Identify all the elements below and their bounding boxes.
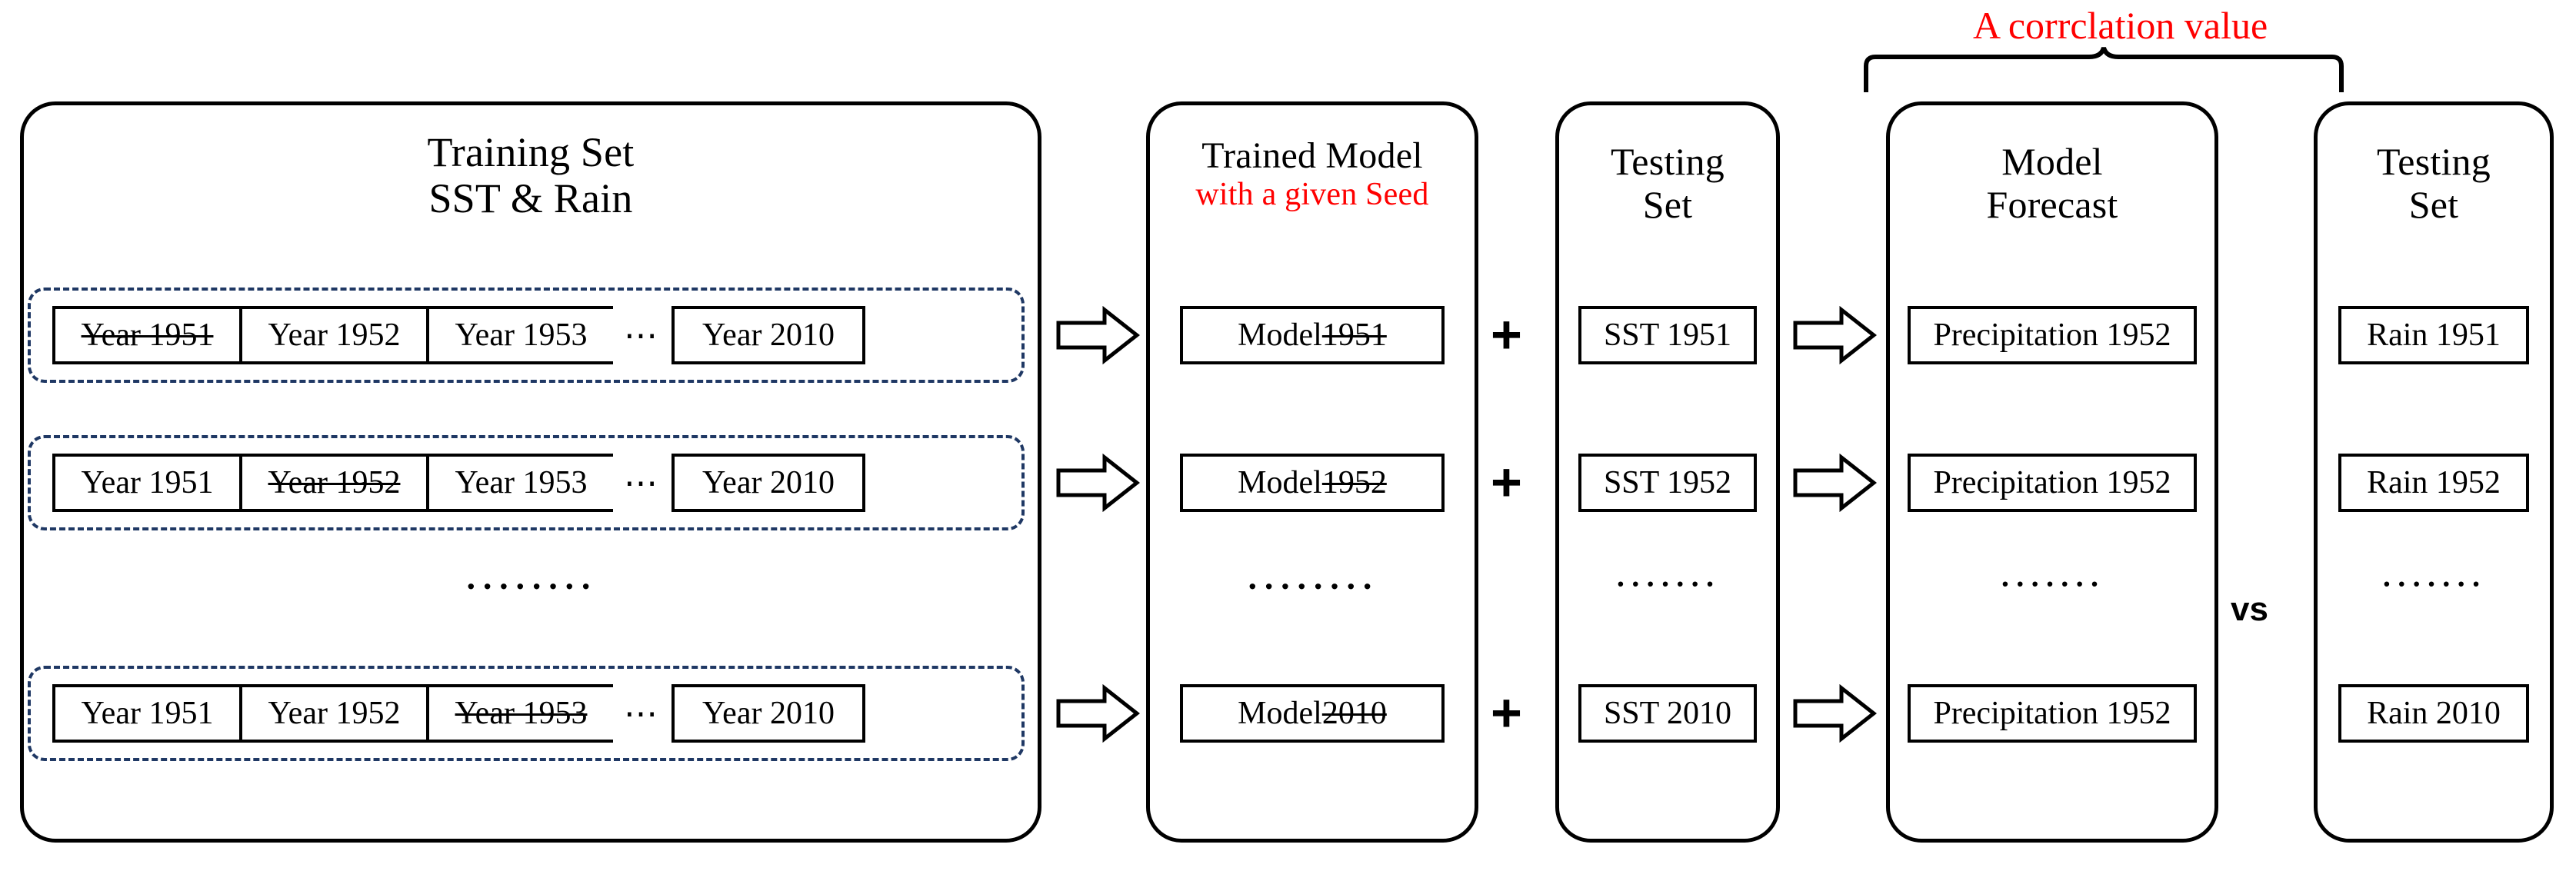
plus-operator-3: + (1491, 683, 1522, 743)
model-forecast-item-label: Precipitation 1952 (1933, 465, 2171, 500)
training-cell-label: Year 1952 (268, 696, 401, 731)
testing-set-sst-item-label: SST 1952 (1603, 465, 1732, 500)
training-cell[interactable]: Year 2010 (671, 306, 865, 364)
testing-set-sst-title-line1: Testing (1611, 140, 1725, 183)
training-cell-label: Year 1952 (268, 465, 401, 500)
trained-model-title-seed: with a given Seed (1195, 176, 1429, 212)
annotation-correlation-value: A corrclation value (1973, 4, 2268, 47)
training-cell-label: Year 2010 (702, 317, 835, 353)
trained-model-item-prefix: Model (1238, 465, 1322, 500)
testing-set-sst-title-line2: Set (1642, 183, 1693, 226)
training-row-wrapper-1 (28, 288, 1025, 383)
training-set-title-line1: Training Set (427, 129, 635, 175)
model-forecast-item-label: Precipitation 1952 (1933, 696, 2171, 731)
trained-model-item-prefix: Model (1238, 696, 1322, 731)
testing-set-rain-item-label: Rain 2010 (2367, 696, 2501, 731)
testing-set-sst-item-2[interactable]: SST 1952 (1578, 454, 1757, 512)
model-forecast-item-label: Precipitation 1952 (1933, 317, 2171, 353)
testing-set-sst-item-label: SST 2010 (1603, 696, 1732, 731)
testing-set-rain-ellipsis: ······· (2381, 567, 2486, 601)
testing-set-sst-title: Testing Set (1555, 140, 1780, 226)
training-cell[interactable]: Year 1951 (52, 684, 239, 743)
arrow-training-to-model-3 (1055, 684, 1140, 743)
model-forecast-ellipsis: ······· (2000, 567, 2104, 601)
training-cell[interactable]: Year 2010 (671, 684, 865, 743)
training-row-3: Year 1951 Year 1952 Year 1953 ⋯ Year 201… (52, 684, 865, 743)
training-cell-label: Year 2010 (702, 465, 835, 500)
training-cell[interactable]: Year 2010 (671, 454, 865, 512)
training-cell[interactable]: Year 1952 (239, 684, 426, 743)
model-forecast-title-line1: Model (2001, 140, 2103, 183)
training-cell[interactable]: Year 1952 (239, 454, 426, 512)
arrow-training-to-model-2 (1055, 454, 1140, 512)
ellipsis-label: ⋯ (624, 694, 661, 733)
training-row-wrapper-3 (28, 666, 1025, 761)
plus-operator-2: + (1491, 452, 1522, 512)
training-cell-label: Year 1953 (455, 696, 588, 731)
testing-set-rain-item-label: Rain 1951 (2367, 317, 2501, 353)
training-cell-label: Year 1953 (455, 317, 588, 353)
trained-model-ellipsis: ········ (1246, 567, 1378, 606)
trained-model-title: Trained Model with a given Seed (1138, 135, 1486, 213)
training-cell[interactable]: Year 1951 (52, 306, 239, 364)
training-cell-label: Year 1951 (81, 317, 214, 353)
vs-operator: vs (2231, 590, 2268, 628)
training-cell-label: Year 1951 (81, 465, 214, 500)
model-forecast-title: Model Forecast (1886, 140, 2218, 226)
ellipsis-label: ⋯ (624, 316, 661, 354)
training-cell[interactable]: Year 1953 (426, 454, 613, 512)
trained-model-item-year: 2010 (1321, 696, 1387, 731)
testing-set-rain-item-3[interactable]: Rain 2010 (2338, 684, 2529, 743)
trained-model-title-line1: Trained Model (1201, 135, 1423, 176)
model-forecast-item-3[interactable]: Precipitation 1952 (1908, 684, 2197, 743)
training-set-title: Training Set SST & Rain (20, 129, 1041, 222)
training-cell-label: Year 1952 (268, 317, 401, 353)
training-row-wrapper-2 (28, 435, 1025, 530)
arrow-sst-to-forecast-3 (1792, 684, 1877, 743)
testing-set-sst-ellipsis: ······· (1615, 567, 1720, 601)
trained-model-item-year: 1952 (1321, 465, 1387, 500)
trained-model-item-prefix: Model (1238, 317, 1322, 353)
training-cell-ellipsis: ⋯ (613, 454, 671, 512)
testing-set-rain-item-1[interactable]: Rain 1951 (2338, 306, 2529, 364)
testing-set-sst-item-label: SST 1951 (1603, 317, 1732, 353)
testing-set-rain-item-label: Rain 1952 (2367, 465, 2501, 500)
training-cell-label: Year 1951 (81, 696, 214, 731)
training-cell[interactable]: Year 1953 (426, 306, 613, 364)
model-forecast-item-1[interactable]: Precipitation 1952 (1908, 306, 2197, 364)
model-forecast-title-line2: Forecast (1986, 183, 2118, 226)
training-cell[interactable]: Year 1952 (239, 306, 426, 364)
model-forecast-item-2[interactable]: Precipitation 1952 (1908, 454, 2197, 512)
training-row-1: Year 1951 Year 1952 Year 1953 ⋯ Year 201… (52, 306, 865, 364)
testing-set-rain-title-line2: Set (2408, 183, 2459, 226)
training-cell[interactable]: Year 1953 (426, 684, 613, 743)
arrow-training-to-model-1 (1055, 306, 1140, 364)
testing-set-rain-title: Testing Set (2314, 140, 2554, 226)
training-cell-label: Year 1953 (455, 465, 588, 500)
ellipsis-label: ⋯ (624, 464, 661, 502)
training-set-title-line2: SST & Rain (428, 175, 633, 222)
curly-brace-up-icon (1864, 47, 2344, 92)
testing-set-rain-title-line1: Testing (2377, 140, 2491, 183)
plus-operator-1: + (1491, 304, 1522, 364)
training-cell-label: Year 2010 (702, 696, 835, 731)
training-cell-ellipsis: ⋯ (613, 306, 671, 364)
training-cell[interactable]: Year 1951 (52, 454, 239, 512)
training-rows-ellipsis: ········ (465, 567, 597, 606)
training-row-2: Year 1951 Year 1952 Year 1953 ⋯ Year 201… (52, 454, 865, 512)
testing-set-sst-item-3[interactable]: SST 2010 (1578, 684, 1757, 743)
arrow-sst-to-forecast-2 (1792, 454, 1877, 512)
testing-set-sst-item-1[interactable]: SST 1951 (1578, 306, 1757, 364)
arrow-sst-to-forecast-1 (1792, 306, 1877, 364)
trained-model-item-year: 1951 (1321, 317, 1387, 353)
testing-set-rain-item-2[interactable]: Rain 1952 (2338, 454, 2529, 512)
training-cell-ellipsis: ⋯ (613, 684, 671, 743)
